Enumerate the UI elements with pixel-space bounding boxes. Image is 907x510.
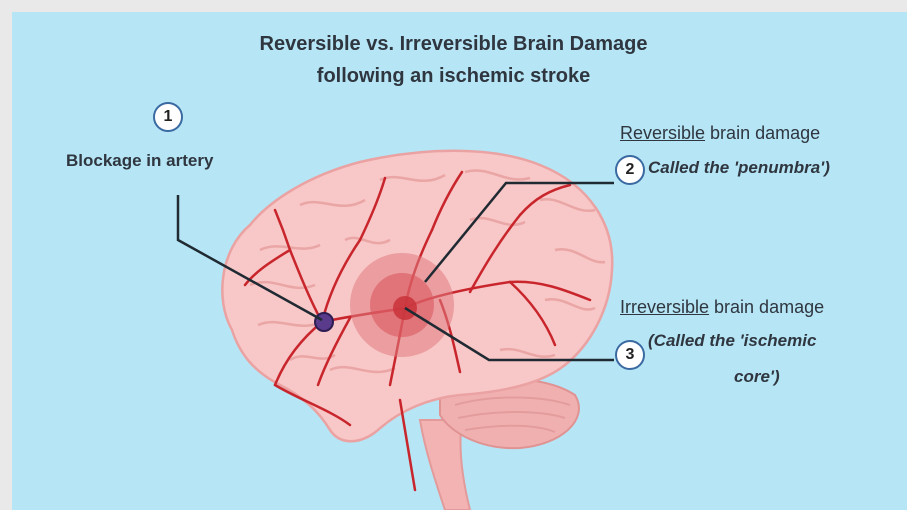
reversible-heading: Reversible brain damage bbox=[620, 123, 820, 144]
irreversible-rest: brain damage bbox=[709, 297, 824, 317]
irreversible-sub-1: (Called the 'ischemic bbox=[648, 331, 816, 351]
marker-3-badge: 3 bbox=[615, 340, 645, 370]
reversible-underlined: Reversible bbox=[620, 123, 705, 143]
irreversible-heading: Irreversible brain damage bbox=[620, 297, 824, 318]
reversible-sub: Called the 'penumbra') bbox=[648, 158, 830, 178]
artery-blockage bbox=[315, 313, 333, 331]
irreversible-sub-2: core') bbox=[734, 367, 780, 387]
irreversible-underlined: Irreversible bbox=[620, 297, 709, 317]
blockage-label: Blockage in artery bbox=[66, 151, 213, 171]
marker-2-badge: 2 bbox=[615, 155, 645, 185]
marker-1-badge: 1 bbox=[153, 102, 183, 132]
reversible-rest: brain damage bbox=[705, 123, 820, 143]
